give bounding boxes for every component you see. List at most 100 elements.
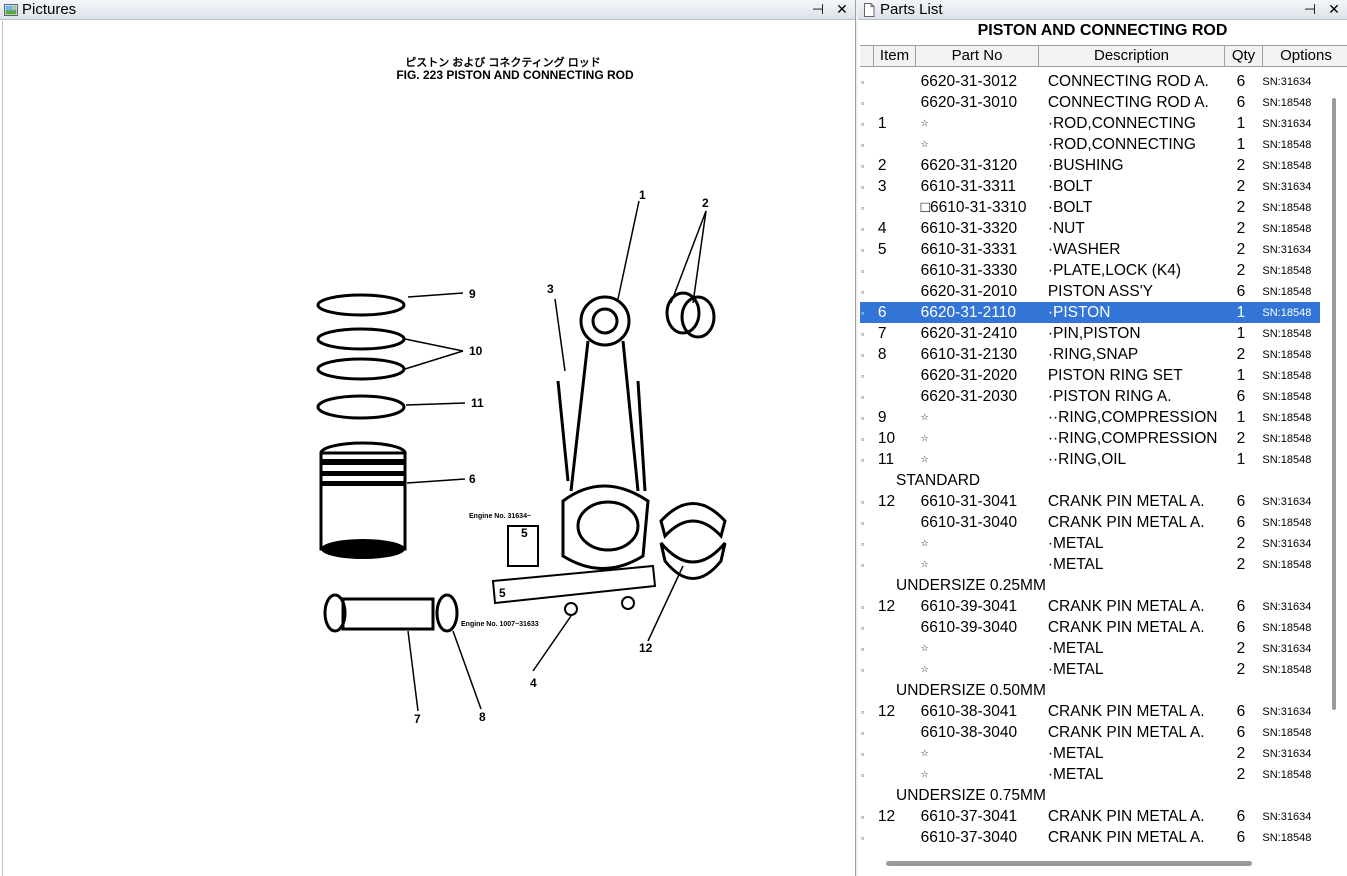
callout-12[interactable]: 12 [639, 641, 653, 655]
cell-options: SN:31634 [1262, 180, 1312, 193]
vertical-scrollbar[interactable] [1332, 98, 1336, 710]
row-checkbox: ▫ [861, 328, 865, 339]
cell-qty: 6 [1236, 282, 1246, 300]
cell-description: CRANK PIN METAL A. [1047, 492, 1205, 510]
note-upper: Engine No. 31634~ [469, 513, 531, 520]
cell-description: ·ROD,CONNECTING [1047, 114, 1196, 132]
row-checkbox: ▫ [861, 97, 865, 108]
cell-item: 7 [877, 324, 887, 342]
cell-part-no: ☆ [920, 769, 929, 779]
header-description[interactable]: Description [1039, 46, 1225, 66]
cell-description: ·WASHER [1047, 240, 1121, 258]
cell-part-no: 6610-31-2130 [920, 345, 1018, 363]
row-checkbox: ▫ [861, 391, 865, 402]
cell-qty: 2 [1236, 534, 1246, 552]
close-icon[interactable]: ✕ [1328, 1, 1340, 17]
cell-item: 5 [877, 240, 887, 258]
callout-6[interactable]: 6 [469, 472, 476, 486]
parts-title: Parts List [880, 1, 943, 18]
callout-8[interactable]: 8 [479, 710, 486, 724]
row-checkbox: ▫ [861, 643, 865, 654]
cell-part-no: 6610-31-3040 [920, 513, 1018, 531]
cell-options: SN:18548 [1262, 159, 1312, 172]
horizontal-scrollbar[interactable] [886, 861, 1252, 866]
cell-options: SN:18548 [1262, 264, 1312, 277]
cell-options: SN:31634 [1262, 747, 1312, 760]
callout-2[interactable]: 2 [702, 196, 709, 210]
cell-qty: 2 [1236, 345, 1246, 363]
pin-icon[interactable]: ⊣ [1303, 1, 1317, 17]
cell-part-no: 6620-31-3010 [920, 93, 1018, 111]
close-icon[interactable]: ✕ [836, 1, 848, 17]
picture-icon [4, 3, 18, 17]
pin-icon[interactable]: ⊣ [811, 1, 825, 17]
callout-4[interactable]: 4 [530, 676, 537, 690]
row-checkbox: ▫ [861, 748, 865, 759]
picture-canvas[interactable]: ピストン および コネクティング ロッド FIG. 223 PISTON AND… [2, 21, 853, 876]
cell-options: SN:31634 [1262, 75, 1312, 88]
callout-3[interactable]: 3 [547, 282, 554, 296]
callout-5a[interactable]: 5 [521, 526, 528, 540]
cell-description: ·METAL [1047, 660, 1104, 678]
cell-description: ·RING,SNAP [1047, 345, 1139, 363]
cell-description: CRANK PIN METAL A. [1047, 807, 1205, 825]
cell-options: SN:18548 [1262, 453, 1312, 466]
callout-7[interactable]: 7 [414, 712, 421, 726]
callout-5b[interactable]: 5 [499, 586, 506, 600]
row-checkbox: ▫ [861, 559, 865, 570]
cell-description: ·NUT [1047, 219, 1085, 237]
cell-description: ·PISTON [1047, 303, 1111, 321]
callout-10[interactable]: 10 [469, 344, 483, 358]
row-checkbox: ▫ [861, 307, 865, 318]
callout-1[interactable]: 1 [639, 188, 646, 202]
cell-description: ·PLATE,LOCK (K4) [1047, 261, 1182, 279]
header-item[interactable]: Item [874, 46, 916, 66]
cell-description: CRANK PIN METAL A. [1047, 828, 1205, 846]
callout-9[interactable]: 9 [469, 287, 476, 301]
figure-title-jp: ピストン および コネクティング ロッド [405, 55, 601, 69]
row-checkbox: ▫ [861, 76, 865, 87]
header-qty[interactable]: Qty [1225, 46, 1263, 66]
row-checkbox: ▫ [861, 265, 865, 276]
header-options[interactable]: Options [1280, 47, 1332, 64]
group-heading: UNDERSIZE 0.75MM [896, 786, 1046, 804]
header-part-no[interactable]: Part No [916, 46, 1039, 66]
cell-qty: 6 [1236, 723, 1246, 741]
callout-11[interactable]: 11 [471, 396, 484, 410]
cell-part-no: 6620-31-2030 [920, 387, 1018, 405]
cell-item: 10 [877, 429, 896, 447]
